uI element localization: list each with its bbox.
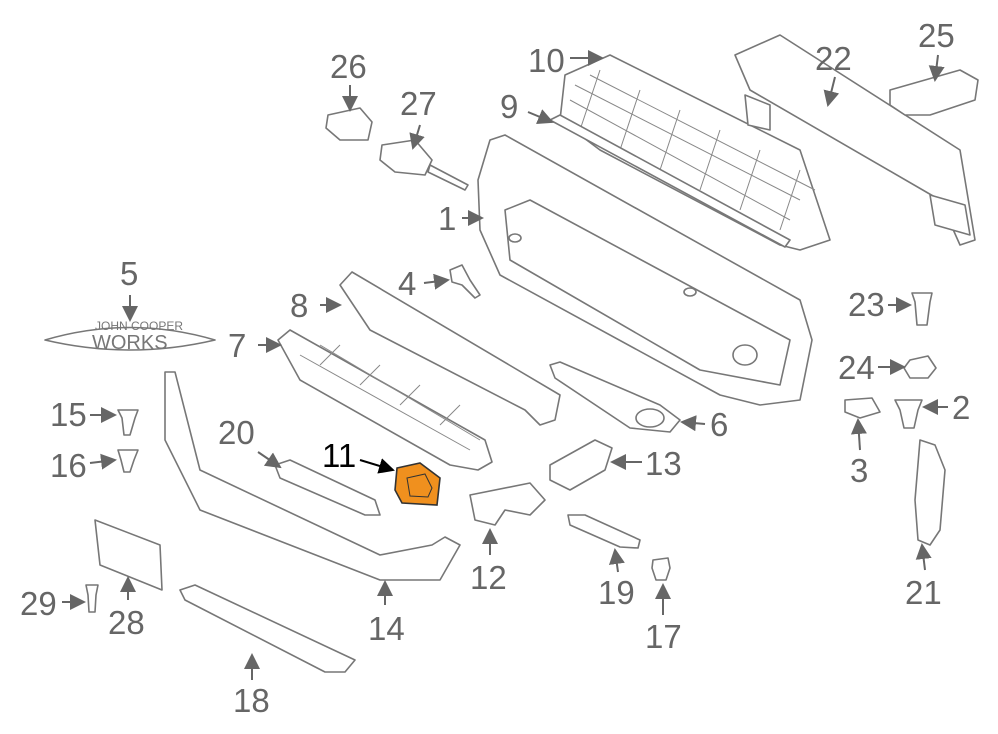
part-23-bolt[interactable] bbox=[911, 292, 933, 326]
label-22: 22 bbox=[815, 40, 852, 77]
part-29-screw[interactable] bbox=[85, 584, 99, 613]
part-28-plate-bracket[interactable] bbox=[94, 519, 163, 591]
label-2: 2 bbox=[952, 389, 970, 426]
part-17-clip[interactable] bbox=[651, 557, 671, 581]
label-19: 19 bbox=[598, 574, 635, 611]
label-20: 20 bbox=[218, 414, 255, 451]
part-24-nut[interactable] bbox=[903, 355, 937, 379]
part-11-highlighted[interactable] bbox=[394, 462, 441, 506]
label-7: 7 bbox=[228, 327, 246, 364]
part-20-bracket[interactable] bbox=[274, 459, 381, 516]
part-21-bracket[interactable] bbox=[914, 439, 946, 546]
label-6: 6 bbox=[710, 406, 728, 443]
part-6-fog-bezel[interactable] bbox=[549, 361, 681, 433]
part-26-sensor[interactable] bbox=[325, 107, 373, 141]
label-16: 16 bbox=[50, 447, 87, 484]
label-26: 26 bbox=[330, 48, 367, 85]
part-13-air-duct[interactable] bbox=[549, 439, 613, 491]
part-15-screw[interactable] bbox=[117, 409, 139, 436]
part-22-bumper-reinforcement[interactable] bbox=[734, 34, 976, 246]
part-3-clip[interactable] bbox=[844, 397, 881, 419]
jcw-badge: JOHN COOPER WORKS bbox=[44, 319, 216, 354]
part-8-lower-trim[interactable] bbox=[339, 271, 561, 426]
part-12-air-duct[interactable] bbox=[469, 482, 546, 526]
part-labels: 26 27 10 9 22 25 1 5 4 8 7 23 24 2 3 15 … bbox=[20, 17, 970, 719]
label-29: 29 bbox=[20, 585, 57, 622]
label-11: 11 bbox=[322, 437, 356, 474]
part-9-trim-strip[interactable] bbox=[549, 114, 791, 248]
label-21: 21 bbox=[905, 574, 942, 611]
label-25: 25 bbox=[918, 17, 955, 54]
part-1-bumper-cover[interactable] bbox=[477, 134, 813, 406]
label-14: 14 bbox=[368, 610, 405, 647]
label-10: 10 bbox=[528, 42, 565, 79]
badge-line2: WORKS bbox=[92, 332, 168, 354]
part-16-clip[interactable] bbox=[117, 449, 139, 473]
label-3: 3 bbox=[850, 452, 868, 489]
label-5: 5 bbox=[120, 255, 138, 292]
label-27: 27 bbox=[400, 85, 437, 122]
part-19-bracket[interactable] bbox=[567, 514, 641, 549]
part-27-sensor[interactable] bbox=[379, 139, 469, 191]
label-8: 8 bbox=[290, 287, 308, 324]
part-7-lower-grille[interactable] bbox=[277, 329, 493, 471]
part-14-lower-valance[interactable] bbox=[164, 371, 461, 581]
part-2-screw[interactable] bbox=[894, 399, 923, 429]
label-17: 17 bbox=[645, 618, 682, 655]
label-1: 1 bbox=[438, 200, 456, 237]
label-23: 23 bbox=[848, 286, 885, 323]
label-18: 18 bbox=[233, 682, 270, 719]
label-13: 13 bbox=[645, 445, 682, 482]
part-4-clip[interactable] bbox=[449, 264, 481, 299]
label-9: 9 bbox=[500, 88, 518, 125]
badge-line1: JOHN COOPER bbox=[95, 319, 183, 333]
label-15: 15 bbox=[50, 396, 87, 433]
label-4: 4 bbox=[398, 265, 416, 302]
part-18-underbody-shield[interactable] bbox=[179, 584, 356, 673]
leader-arrows bbox=[62, 50, 948, 680]
label-28: 28 bbox=[108, 604, 145, 641]
label-24: 24 bbox=[838, 349, 875, 386]
label-12: 12 bbox=[470, 559, 507, 596]
part-25-bracket[interactable] bbox=[889, 69, 979, 116]
